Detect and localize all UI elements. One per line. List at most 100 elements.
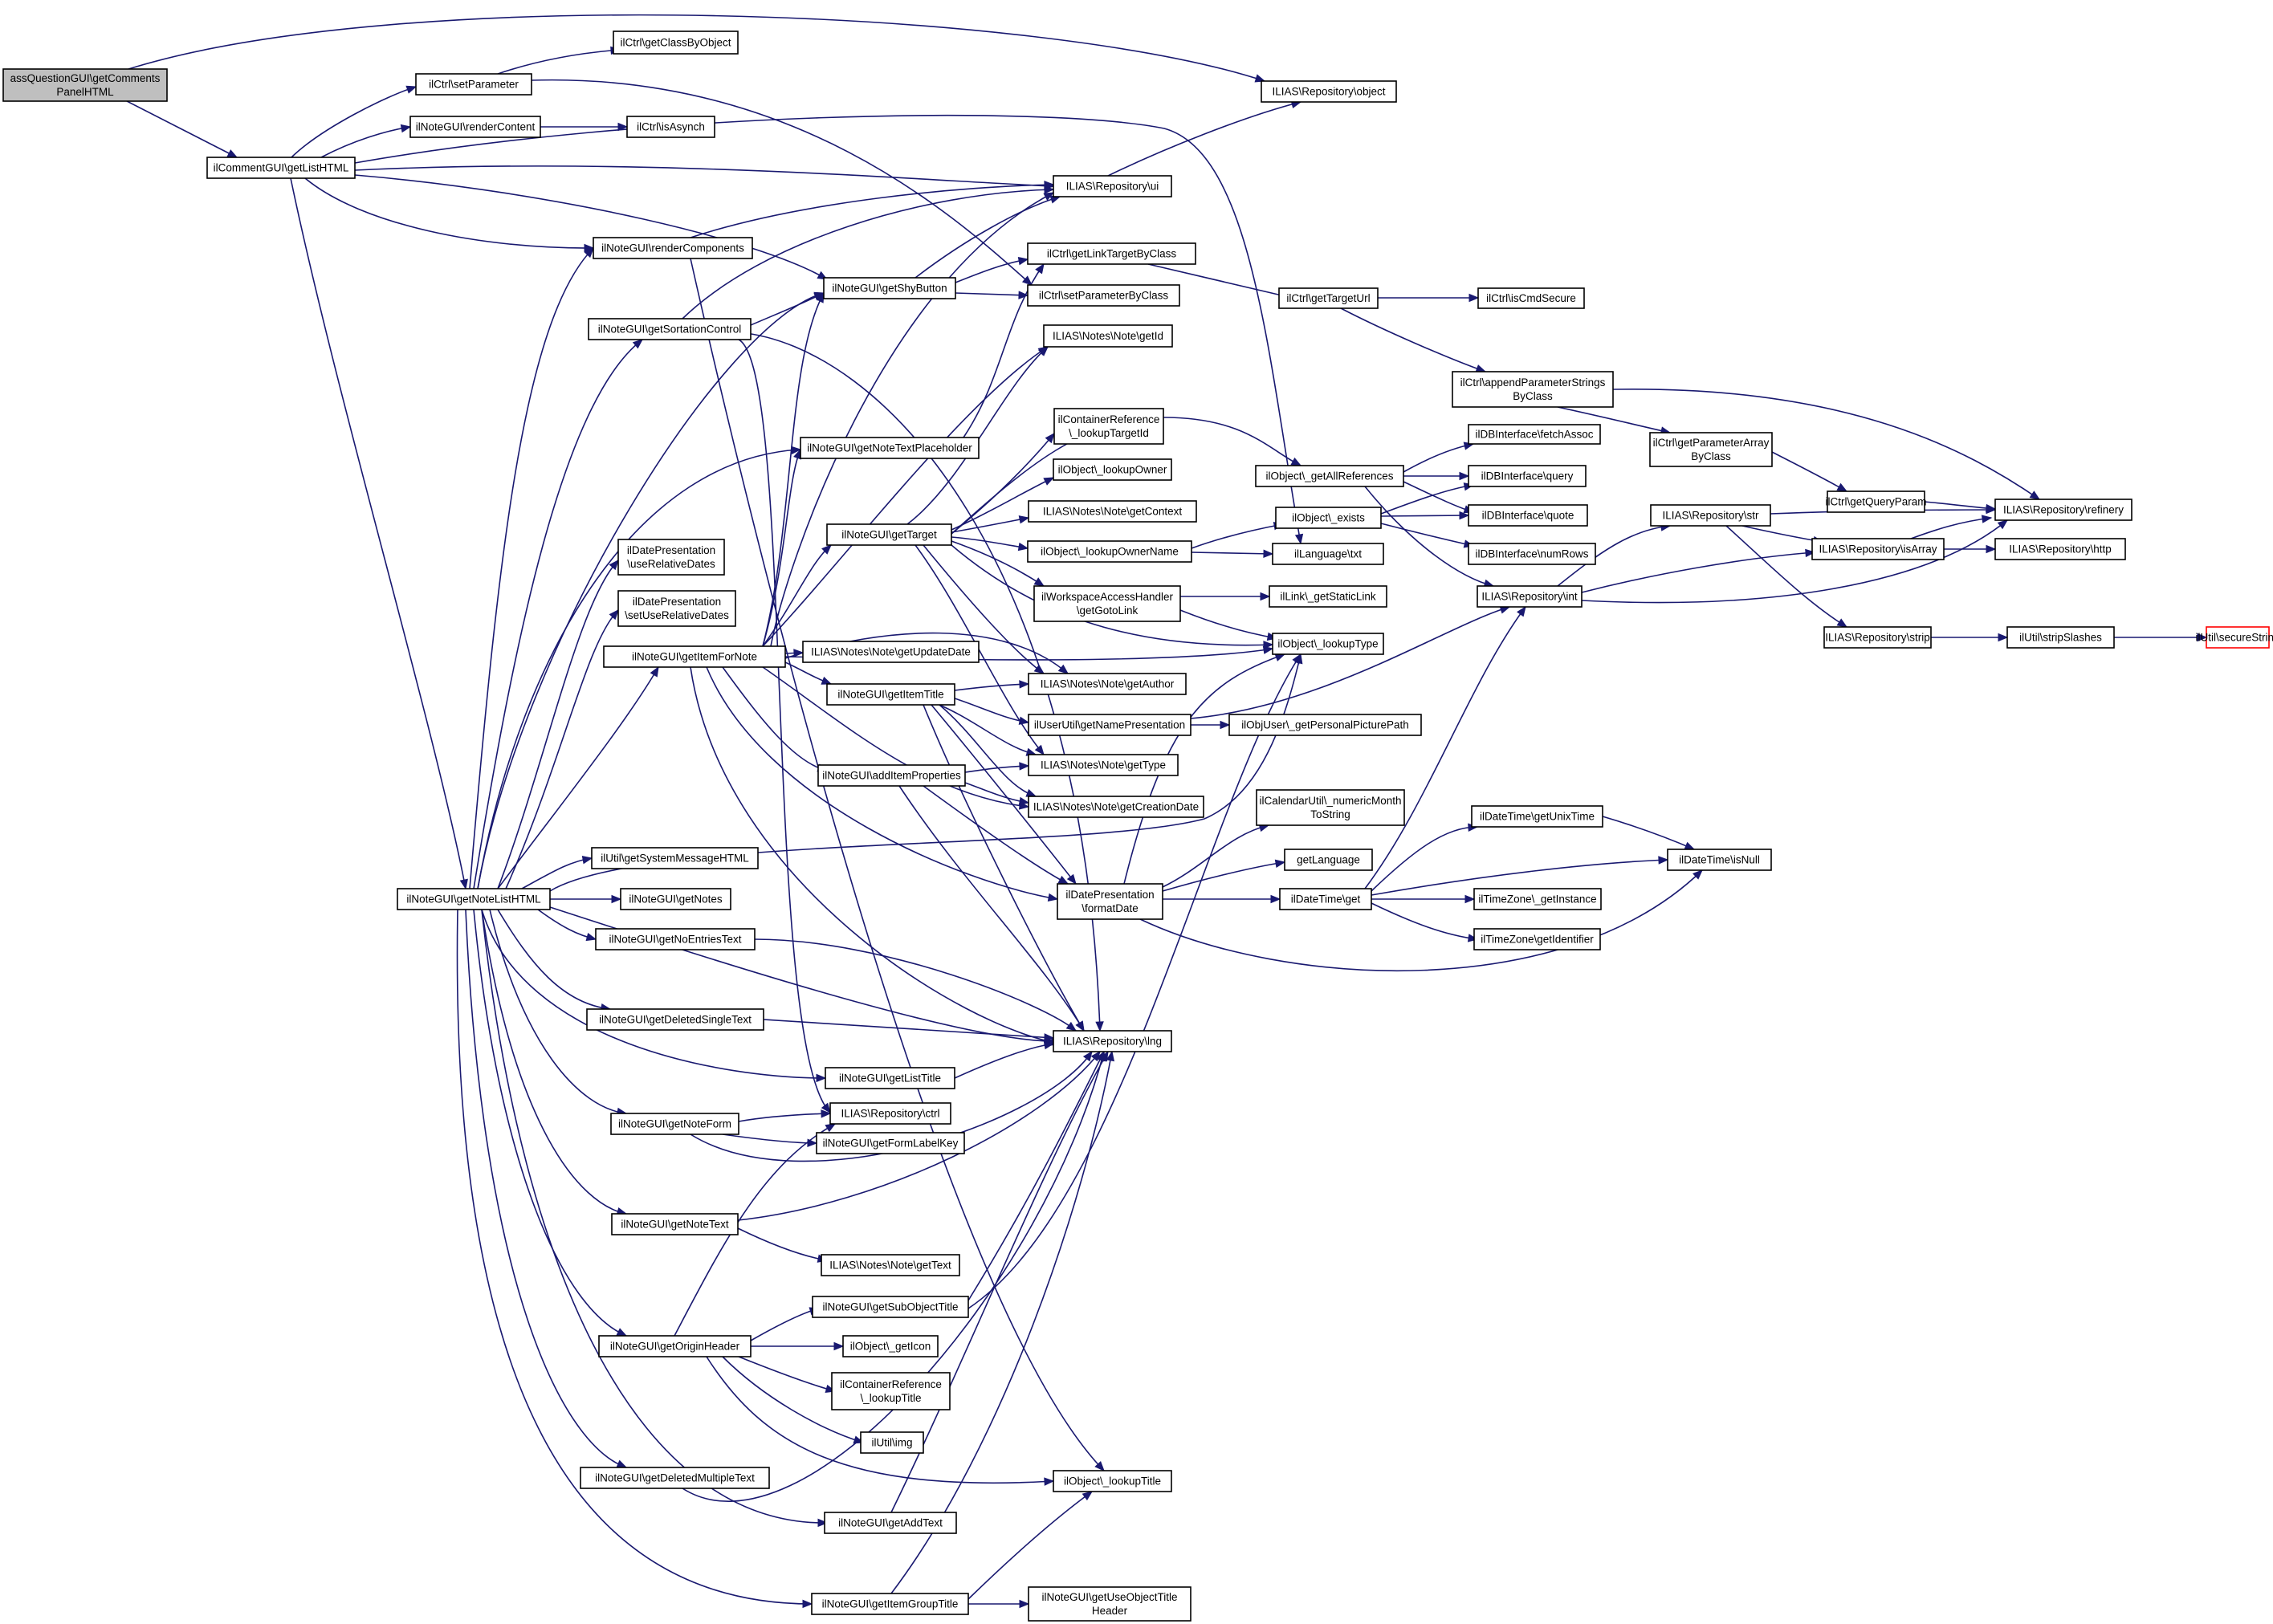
graph-node[interactable]: ilDateTime\get (1279, 888, 1372, 910)
graph-node[interactable]: ilUtil\secureString (2195, 626, 2273, 649)
edge-line (1380, 515, 1469, 517)
graph-node[interactable]: ILIAS\Repository\str (1650, 504, 1771, 527)
graph-node[interactable]: ilNoteGUI\getFormLabelKey (816, 1132, 965, 1154)
graph-node[interactable]: ILIAS\Repository\object (1261, 80, 1397, 103)
graph-node[interactable]: ilUtil\getSystemMessageHTML (591, 847, 759, 869)
edge-arrowhead (1805, 548, 1816, 558)
graph-node[interactable]: ilDatePresentation\setUseRelativeDates (617, 590, 736, 627)
graph-node[interactable]: ilNoteGUI\getNoteForm (610, 1113, 739, 1135)
graph-node[interactable]: ilNoteGUI\getItemForNote (603, 645, 786, 668)
graph-node[interactable]: ilNoteGUI\getItemGroupTitle (811, 1593, 969, 1615)
graph-node[interactable]: ilCtrl\getQueryParam (1825, 490, 1927, 513)
graph-node[interactable]: ilObjUser\_getPersonalPicturePath (1228, 714, 1422, 736)
graph-node[interactable]: ilObject\_getIcon (842, 1335, 939, 1357)
graph-node[interactable]: ilDBInterface\quote (1468, 504, 1588, 527)
graph-node[interactable]: ilDBInterface\numRows (1468, 543, 1596, 565)
edge-line (706, 666, 1058, 900)
graph-node[interactable]: ilObject\_lookupOwnerName (1027, 540, 1192, 563)
graph-node[interactable]: ILIAS\Notes\Note\getId (1043, 324, 1173, 348)
graph-node[interactable]: ilTimeZone\_getInstance (1473, 888, 1602, 910)
graph-node[interactable]: ilNoteGUI\getItemTitle (826, 683, 955, 706)
graph-node[interactable]: ilCtrl\setParameterByClass (1027, 284, 1180, 307)
graph-node[interactable]: ilNoteGUI\getNoteTextPlaceholder (800, 437, 980, 459)
graph-node[interactable]: ILIAS\Notes\Note\getCreationDate (1028, 796, 1204, 818)
graph-node[interactable]: ilUtil\stripSlashes (2006, 626, 2115, 649)
graph-node[interactable]: ilContainerReference\_lookupTitle (831, 1372, 951, 1410)
graph-node[interactable]: ilCtrl\getClassByObject (613, 31, 739, 55)
graph-node[interactable]: ilObject\_lookupOwner (1053, 458, 1172, 481)
graph-node[interactable]: ilDateTime\isNull (1667, 849, 1772, 871)
graph-node[interactable]: ILIAS\Repository\isArray (1811, 538, 1945, 560)
graph-node[interactable]: ilDatePresentation\formatDate (1057, 883, 1163, 920)
edge-arrowhead (1095, 1021, 1104, 1032)
graph-node[interactable]: ILIAS\Repository\int (1477, 585, 1583, 608)
graph-node[interactable]: ilNoteGUI\getDeletedMultipleText (580, 1467, 770, 1489)
node-label: ilUtil\secureString (2195, 632, 2273, 644)
edge-n0-to-n1 (126, 100, 238, 158)
graph-node[interactable]: ILIAS\Repository\lng (1053, 1030, 1172, 1052)
graph-node[interactable]: ilNoteGUI\renderComponents (593, 237, 753, 259)
graph-node[interactable]: ilNoteGUI\getNoteListHTML (397, 888, 551, 910)
graph-node[interactable]: ilContainerReference\_lookupTargetId (1053, 408, 1164, 445)
graph-node[interactable]: ilCommentGUI\getListHTML (206, 157, 356, 179)
graph-node[interactable]: ilObject\_getAllReferences (1255, 465, 1404, 487)
graph-node[interactable]: ILIAS\Notes\Note\getAuthor (1028, 673, 1187, 695)
graph-node[interactable]: ILIAS\Repository\refinery (1994, 499, 2132, 521)
graph-node[interactable]: ilCtrl\getLinkTargetByClass (1027, 242, 1196, 265)
graph-node[interactable]: ilUserUtil\getNamePresentation (1028, 714, 1191, 736)
graph-node[interactable]: ILIAS\Notes\Note\getContext (1028, 500, 1197, 523)
graph-node[interactable]: ilNoteGUI\getNoEntriesText (595, 928, 756, 950)
graph-node[interactable]: ilCtrl\getTargetUrl (1278, 287, 1379, 309)
graph-node[interactable]: ilLink\_getStaticLink (1269, 585, 1387, 608)
graph-node[interactable]: ilNoteGUI\getShyButton (823, 277, 956, 299)
graph-node[interactable]: ilObject\_lookupTitle (1053, 1470, 1172, 1492)
graph-node[interactable]: ilCtrl\setParameter (415, 73, 532, 96)
node-box (1057, 883, 1163, 920)
graph-node[interactable]: ilNoteGUI\renderContent (409, 116, 541, 138)
graph-node[interactable]: ILIAS\Notes\Note\getType (1028, 754, 1179, 776)
graph-node[interactable]: ilNoteGUI\addItemProperties (817, 764, 966, 787)
edge-line (1162, 824, 1269, 888)
graph-node[interactable]: ilNoteGUI\getTarget (826, 523, 952, 546)
graph-node[interactable]: ilDBInterface\fetchAssoc (1468, 424, 1601, 445)
edge-arrowhead (1034, 744, 1045, 756)
graph-node[interactable]: ILIAS\Repository\strip (1823, 626, 1932, 649)
graph-node[interactable]: ilNoteGUI\getOriginHeader (598, 1335, 752, 1357)
graph-node[interactable]: ilLanguage\txt (1272, 543, 1384, 565)
graph-node[interactable]: ilNoteGUI\getSubObjectTitle (812, 1296, 969, 1318)
graph-node[interactable]: ilNoteGUI\getSortationControl (588, 318, 752, 340)
graph-node[interactable]: ILIAS\Notes\Note\getUpdateDate (802, 641, 980, 663)
node-label: ilNoteGUI\getSortationControl (598, 324, 742, 336)
graph-node[interactable]: ilDatePresentation\useRelativeDates (617, 539, 725, 576)
graph-node[interactable]: ilNoteGUI\getDeletedSingleText (586, 1008, 764, 1031)
edge-n31-to-n30 (1191, 521, 1285, 549)
graph-node[interactable]: ilObject\_exists (1275, 507, 1382, 529)
graph-node[interactable]: ilCtrl\isCmdSecure (1477, 287, 1585, 309)
graph-node[interactable]: ILIAS\Repository\http (1994, 538, 2126, 560)
graph-node[interactable]: ilDateTime\getUnixTime (1471, 805, 1603, 828)
graph-node[interactable]: ilNoteGUI\getNotes (620, 888, 731, 910)
graph-node[interactable]: ILIAS\Repository\ui (1053, 175, 1172, 197)
graph-node[interactable]: ilTimeZone\getIdentifier (1473, 928, 1601, 950)
graph-node[interactable]: ILIAS\Notes\Note\getText (821, 1254, 960, 1276)
node-label: ILIAS\Repository\ui (1066, 181, 1159, 193)
graph-node[interactable]: ilDBInterface\query (1468, 465, 1587, 487)
node-box (1269, 585, 1387, 608)
graph-node[interactable]: ilUtil\img (860, 1431, 924, 1454)
graph-node[interactable]: ilObject\_lookupType (1272, 633, 1384, 655)
graph-node[interactable]: getLanguage (1284, 849, 1373, 871)
graph-node[interactable]: ilNoteGUI\getAddText (824, 1512, 957, 1534)
graph-node[interactable]: ilWorkspaceAccessHandler\getGotoLink (1033, 585, 1181, 622)
graph-node[interactable]: ILIAS\Repository\ctrl (829, 1102, 951, 1125)
node-box (598, 1335, 752, 1357)
edge-line (923, 544, 1045, 674)
edge-n62-to-n63 (1371, 894, 1476, 904)
graph-node[interactable]: ilNoteGUI\getListTitle (825, 1067, 955, 1089)
graph-node[interactable]: ilCtrl\isAsynch (626, 116, 715, 138)
graph-node[interactable]: ilNoteGUI\getNoteText (611, 1213, 739, 1235)
